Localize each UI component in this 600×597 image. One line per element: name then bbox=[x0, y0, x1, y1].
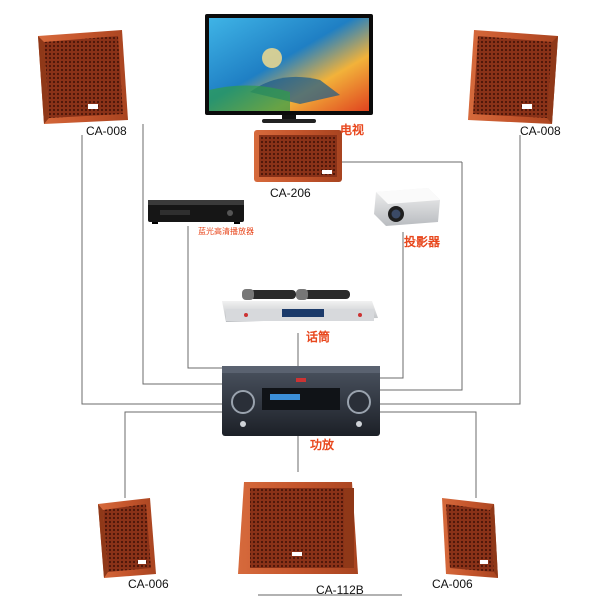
rear-right-speaker-icon bbox=[442, 498, 498, 578]
bluray-label: 蓝光高清播放器 bbox=[198, 227, 254, 236]
wireless-mic-receiver-icon bbox=[222, 289, 378, 322]
rear-right-label: CA-006 bbox=[432, 577, 473, 591]
center-speaker-label: CA-206 bbox=[270, 186, 311, 200]
projector-icon bbox=[374, 188, 440, 226]
subwoofer-label: CA-112B bbox=[316, 583, 364, 597]
front-right-speaker-icon bbox=[468, 30, 558, 124]
rear-left-label: CA-006 bbox=[128, 577, 169, 591]
amplifier-icon bbox=[222, 366, 380, 436]
tv-label: 电视 bbox=[340, 123, 365, 137]
wiring bbox=[81, 124, 521, 498]
center-speaker-icon bbox=[254, 130, 342, 182]
projector-label: 投影器 bbox=[404, 235, 441, 249]
bluray-player-icon bbox=[148, 200, 244, 224]
amplifier-label: 功放 bbox=[310, 438, 335, 452]
front-left-label: CA-008 bbox=[86, 124, 127, 138]
front-left-speaker-icon bbox=[38, 30, 128, 124]
front-right-label: CA-008 bbox=[520, 124, 561, 138]
microphone-label: 话筒 bbox=[306, 330, 331, 344]
subwoofer-icon bbox=[238, 482, 358, 574]
tv-icon bbox=[205, 14, 373, 123]
rear-left-speaker-icon bbox=[98, 498, 156, 578]
